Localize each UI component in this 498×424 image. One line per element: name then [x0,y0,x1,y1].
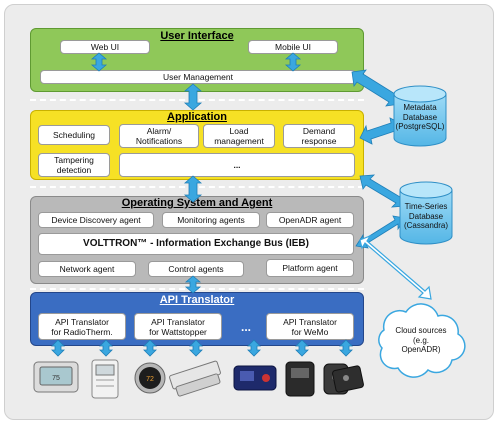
sensor-strip-icon [169,360,221,397]
ieb-bus-box: VOLTTRON™ - Information Exchange Bus (IE… [38,233,354,255]
smart-plug-icon [233,365,277,391]
nest-thermostat-icon: 72 [134,362,166,394]
svg-text:75: 75 [52,375,60,382]
user-interface-title: User Interface [160,30,234,42]
web-ui-box: Web UI [60,40,150,54]
arrow-api-device-1 [51,339,65,357]
timeseries-db-cylinder [399,181,453,245]
arrow-app-os [183,175,203,203]
timeseries-db-label: Time-Series Database (Cassandra) [403,202,448,230]
openadr-agent-box: OpenADR agent [266,212,354,228]
api-radiotherm-box: API Translator for RadioTherm. [38,313,126,340]
scheduling-box: Scheduling [38,125,110,145]
network-agent-box: Network agent [38,261,136,277]
power-meter-icon [285,361,315,397]
arrow-webui-usermgmt [90,52,108,72]
load-management-box: Load management [203,124,275,148]
alarm-notifications-box: Alarm/ Notifications [119,124,199,148]
arrow-api-device-5 [247,339,261,357]
control-agents-box: Control agents [148,261,244,277]
arrow-api-device-7 [339,339,353,357]
arrow-os-api [184,275,202,294]
api-wattstopper-box: API Translator for Wattstopper [134,313,222,340]
controller-device-icon [91,359,119,399]
arrow-mobileui-usermgmt [284,52,302,72]
metadata-db-label: Metadata Database (PostgreSQL) [395,103,445,131]
application-title: Application [167,111,227,123]
api-translator-title: API Translator [159,294,235,306]
api-wemo-box: API Translator for WeMo [266,313,354,340]
cloud-sources-label: Cloud sources (e.g. OpenADR) [395,326,447,354]
platform-agent-box: Platform agent [266,259,354,277]
arrow-ui-app [183,83,203,111]
metadata-db-cylinder [393,85,447,147]
arrow-ieb-cloud [359,234,432,300]
api-more-text: ... [240,320,251,334]
cloud-shape [378,303,466,378]
monitoring-agents-box: Monitoring agents [162,212,260,228]
device-discovery-agent-box: Device Discovery agent [38,212,154,228]
arrow-api-device-4 [189,339,203,357]
arrow-api-device-2 [99,339,113,357]
arrow-api-device-3 [143,339,157,357]
tampering-detection-box: Tampering detection [38,153,110,177]
more-applications-box: ... [119,153,355,177]
thermostat-device-icon: 75 [33,361,79,393]
demand-response-box: Demand response [283,124,355,148]
wireless-sensor-icon [332,365,364,393]
os-agent-title: Operating System and Agent [121,197,273,209]
arrow-api-device-6 [295,339,309,357]
arrow-ui-metadata [351,69,401,107]
svg-text:72: 72 [146,376,154,383]
